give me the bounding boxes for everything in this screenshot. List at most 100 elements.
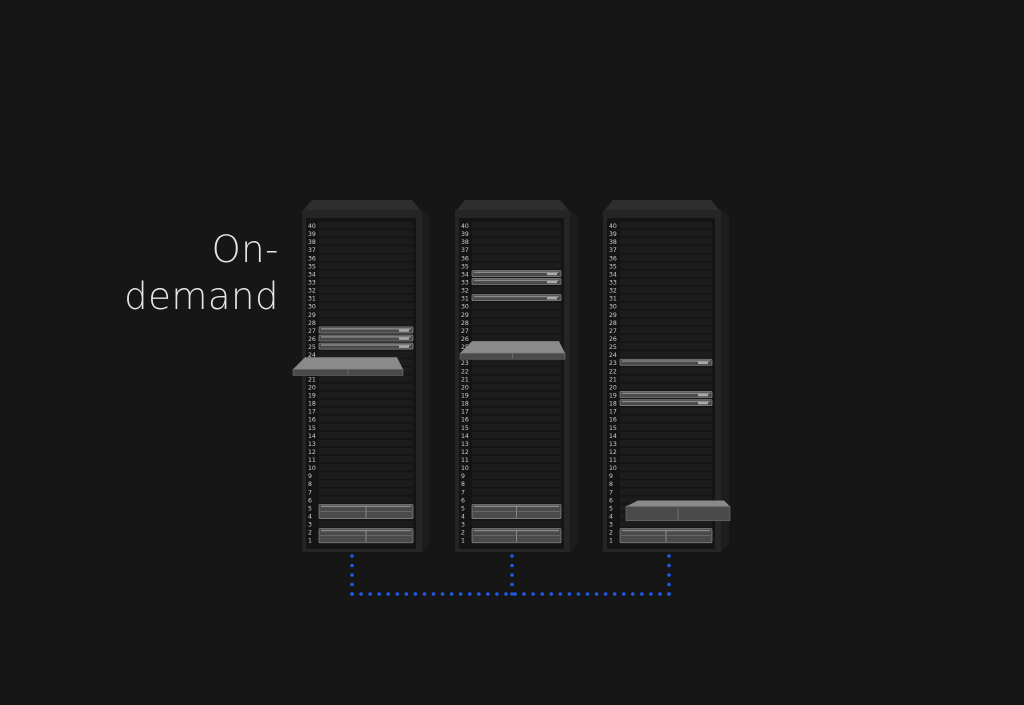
rack-slot: [620, 238, 712, 245]
unit-number: 30: [609, 304, 617, 311]
connection-dot: [458, 592, 463, 596]
rack-slot: [620, 480, 712, 487]
unit-number: 8: [308, 481, 312, 488]
connection-dot: [585, 592, 590, 596]
unit-number: 28: [461, 320, 469, 327]
connection-dot: [350, 592, 354, 596]
unit-number: 6: [308, 497, 312, 504]
server-highlight: [474, 295, 559, 298]
unit-number: 25: [461, 344, 469, 351]
unit-number: 14: [609, 433, 617, 440]
connection-dot: [510, 563, 514, 568]
unit-number: 13: [609, 441, 617, 448]
unit-number: 27: [609, 328, 617, 335]
rack-slot: [319, 262, 413, 269]
rack-slot: [319, 496, 413, 503]
server: [471, 270, 562, 277]
connection-dot: [603, 592, 608, 596]
rack-slot: [319, 383, 413, 390]
connection-dot: [667, 592, 671, 596]
unit-number: 11: [308, 457, 316, 464]
rack-slot: [319, 464, 413, 471]
rack-slot: [620, 456, 712, 463]
server-pulled-out: [292, 357, 404, 376]
server-highlight: [321, 344, 411, 346]
unit-number: 35: [308, 263, 316, 270]
connection-dot: [467, 592, 472, 596]
unit-number: 38: [461, 239, 469, 246]
connection-dot: [449, 592, 454, 596]
connection-dot: [612, 592, 617, 596]
rack-side: [570, 210, 578, 552]
rack-slot: [319, 318, 413, 326]
unit-number: 31: [609, 296, 617, 303]
rack-slot: [319, 391, 413, 399]
unit-number: 9: [609, 473, 613, 480]
unit-number: 33: [308, 279, 316, 286]
headline-line-1: On-: [211, 228, 279, 271]
rack-slot: [472, 302, 561, 310]
connection-dot: [350, 582, 354, 587]
rack-slot: [620, 318, 712, 326]
unit-number: 23: [461, 360, 469, 367]
unit-number: 14: [308, 433, 316, 440]
unit-number: 18: [308, 401, 316, 408]
unit-number: 39: [609, 231, 617, 238]
unit-number: 21: [609, 376, 617, 383]
rack-slot: [620, 439, 712, 447]
rack-side: [422, 210, 430, 552]
server: [619, 399, 713, 406]
unit-number: 18: [609, 401, 617, 408]
unit-number: 13: [461, 441, 469, 448]
unit-number: 11: [461, 457, 469, 464]
unit-number: 26: [461, 336, 469, 343]
rack-slot: [472, 286, 561, 294]
connection-dot: [404, 592, 409, 596]
server-front: [318, 342, 414, 350]
headline-line-2: demand: [124, 275, 279, 318]
connection-dot: [667, 563, 671, 568]
unit-number: 15: [609, 425, 617, 432]
rack-slot: [620, 262, 712, 269]
server-front: [318, 326, 414, 334]
unit-number: 19: [461, 392, 469, 399]
unit-number: 36: [461, 255, 469, 262]
unit-number: 38: [308, 239, 316, 246]
rack-slot: [620, 334, 712, 342]
rack-slot: [472, 407, 561, 415]
unit-number: 39: [308, 231, 316, 238]
rack-slot: [620, 415, 712, 423]
rack-slot: [472, 431, 561, 439]
unit-number: 13: [308, 441, 316, 448]
rack-slot: [472, 399, 561, 407]
server: [318, 342, 414, 350]
unit-number: 19: [308, 392, 316, 399]
unit-number: 34: [461, 271, 469, 278]
connection-middle: [510, 554, 514, 596]
unit-number: 34: [609, 271, 617, 278]
unit-number: 24: [308, 352, 316, 359]
connection-dot: [440, 592, 445, 596]
connection-dot: [567, 592, 572, 596]
unit-number: 20: [461, 384, 469, 391]
unit-number: 37: [609, 247, 617, 254]
unit-number: 16: [308, 417, 316, 424]
rack-slot: [620, 326, 712, 334]
network-connections: [350, 554, 671, 596]
server: [318, 334, 414, 342]
connection-dot: [368, 592, 372, 596]
server-bay: [547, 297, 557, 300]
connection-dot: [640, 592, 644, 596]
connection-dot: [510, 554, 514, 558]
unit-number: 36: [308, 255, 316, 262]
rack-slot: [472, 415, 561, 423]
connection-dot: [495, 592, 499, 596]
rack-slot: [620, 351, 712, 358]
unit-number: 15: [461, 425, 469, 432]
server-highlight: [321, 328, 411, 330]
unit-number: 39: [461, 231, 469, 238]
connection-dot: [510, 592, 514, 596]
unit-number: 20: [308, 384, 316, 391]
rack-slot: [620, 423, 712, 431]
rack-slot: [319, 351, 413, 358]
